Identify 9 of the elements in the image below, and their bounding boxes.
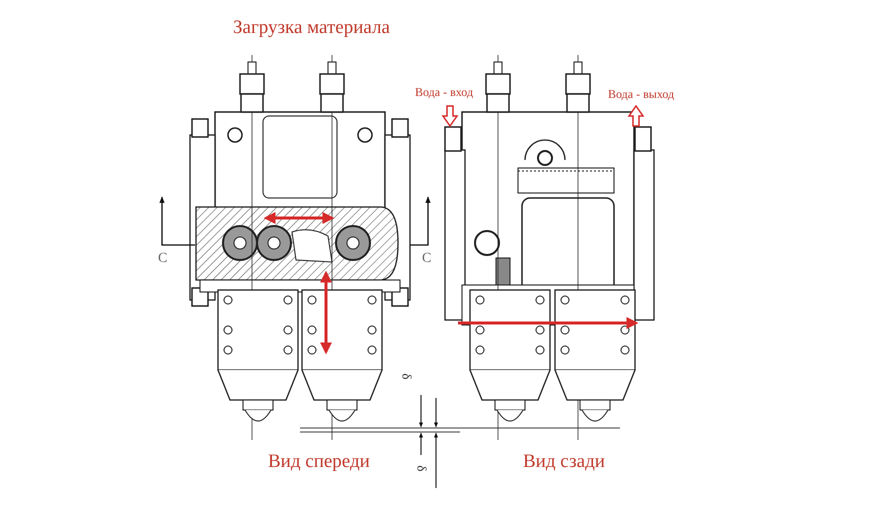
annotation-label: Вода - выход (608, 88, 674, 100)
annotation-label: Вид спереди (268, 452, 370, 471)
annotation-label: C (158, 252, 168, 266)
dimension-label: δ (416, 465, 429, 472)
annotation-label: Загрузка материала (233, 18, 390, 37)
annotation-label: C (422, 252, 432, 266)
annotation-label: Вид сзади (523, 452, 605, 471)
annotation-label: Вода - вход (415, 86, 474, 98)
dimension-label: δ (400, 373, 414, 380)
